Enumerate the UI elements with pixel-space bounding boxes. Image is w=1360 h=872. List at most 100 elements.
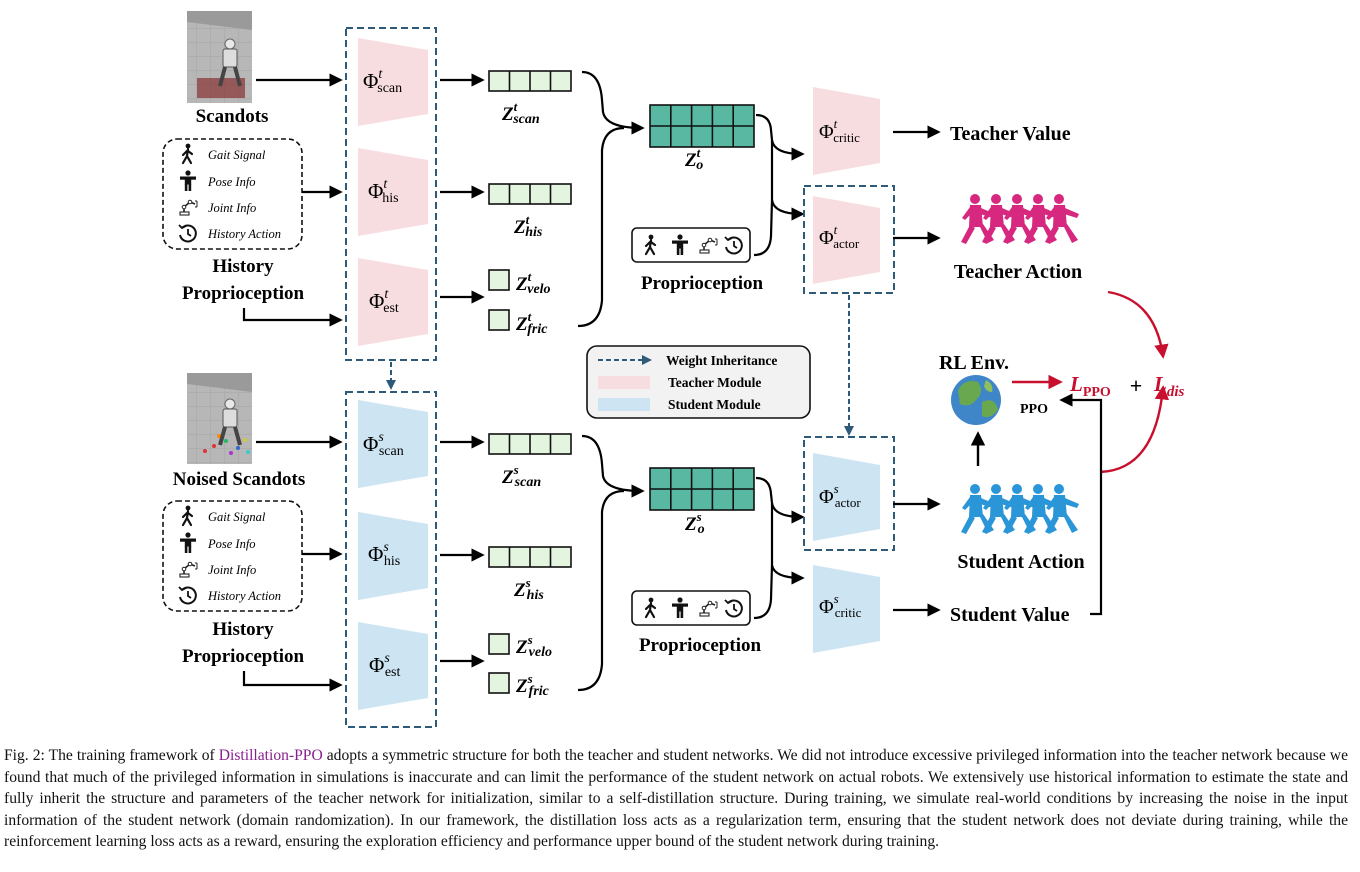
student-z-fric-sup: s — [527, 671, 533, 686]
svg-text:LPPO: LPPO — [1069, 372, 1111, 400]
student-input-list: Gait Signal Pose Info Joint Info History… — [178, 504, 281, 605]
rl-env-label: RL Env. — [939, 352, 1009, 374]
student-action-runners-icon — [961, 484, 1079, 534]
teacher-z-fric-sup: t — [528, 309, 532, 324]
teacher-critic-sup: t — [834, 116, 838, 131]
student-actor-sub: actor — [835, 495, 862, 510]
student-critic — [813, 565, 880, 653]
teacher-enc-his-sup: t — [383, 177, 388, 192]
teacher-z-o-z: Z — [684, 150, 697, 171]
student-z-his-sup: s — [525, 575, 531, 590]
student-enc-his-sup: s — [383, 540, 389, 555]
caption-method-link[interactable]: Distillation-PPO — [218, 747, 323, 764]
student-enc-est — [358, 622, 428, 710]
student-z-fric-z: Z — [515, 676, 528, 697]
teacher-z-his-z: Z — [513, 217, 526, 238]
teacher-z-velo-sub: velo — [527, 282, 550, 297]
teacher-action-runners-icon — [961, 194, 1079, 244]
standing-person-icon — [180, 170, 196, 191]
student-z-velo-sup: s — [527, 632, 533, 647]
teacher-input-pose: Pose Info — [207, 175, 256, 189]
legend-student-swatch — [598, 398, 650, 411]
student-history-box — [162, 500, 303, 612]
student-input-gait: Gait Signal — [208, 510, 266, 524]
loss-plus: + — [1130, 373, 1143, 398]
student-enc-his-phi: Φ — [368, 542, 383, 566]
caption-prefix: Fig. 2: The training framework of — [4, 747, 219, 764]
teacher-z-o-sup: t — [697, 145, 701, 160]
teacher-input-joint: Joint Info — [208, 201, 256, 215]
student-enc-scan-sub: scan — [379, 444, 404, 459]
teacher-enc-scan-sub: scan — [377, 81, 402, 96]
teacher-actor-sub: actor — [833, 236, 860, 251]
teacher-z-scan-sup: t — [514, 99, 518, 114]
student-proprio-box — [631, 590, 751, 626]
student-action-label: Student Action — [957, 551, 1084, 573]
teacher-enc-his-sub: his — [382, 191, 398, 206]
teacher-z-scan-z: Z — [501, 104, 514, 125]
teacher-history-box — [162, 138, 303, 250]
teacher-enc-his-phi: Φ — [368, 179, 383, 203]
student-enc-est-phi: Φ — [369, 653, 384, 677]
student-scene-image — [187, 373, 252, 464]
student-z-velo-sub: velo — [529, 645, 552, 660]
student-actor-group — [803, 436, 895, 551]
teacher-z-velo-sup: t — [528, 269, 532, 284]
teacher-enc-his — [358, 148, 428, 236]
student-z-o-sup: s — [696, 509, 702, 524]
teacher-enc-scan — [358, 38, 428, 126]
teacher-enc-est-phi: Φ — [369, 289, 384, 313]
loss-dis-sub: dis — [1167, 384, 1185, 400]
student-history-label-1: History — [212, 619, 274, 640]
walking-person-icon — [181, 142, 194, 165]
student-z-velo-z: Z — [515, 637, 528, 658]
standing-person-icon — [180, 532, 196, 553]
framework-diagram: Scandots Gait Signal Pose Info Joint Inf… — [162, 11, 1185, 728]
teacher-scene-image — [187, 11, 252, 103]
history-clock-icon — [178, 224, 197, 243]
svg-text:Zto: Zto — [684, 145, 703, 173]
student-z-o-sub: o — [698, 522, 705, 537]
teacher-critic-sub: critic — [833, 130, 860, 145]
teacher-input-list: Gait Signal Pose Info Joint Info History… — [178, 142, 281, 243]
student-enc-scan-phi: Φ — [363, 432, 378, 456]
student-input-joint: Joint Info — [208, 563, 256, 577]
figure-caption: Fig. 2: The training framework of Distil… — [4, 745, 1348, 853]
student-enc-est-sup: s — [384, 651, 390, 666]
student-enc-scan-sup: s — [378, 430, 384, 445]
loss-ppo-sub: PPO — [1083, 385, 1111, 400]
student-z-scan-sub: scan — [514, 475, 542, 490]
teacher-input-history: History Action — [207, 227, 281, 241]
student-enc-his — [358, 512, 428, 600]
student-z-velo-cell — [488, 633, 510, 655]
caption-body: adopts a symmetric structure for both th… — [4, 747, 1348, 850]
teacher-z-scan-vector — [488, 70, 572, 92]
teacher-scene-label: Scandots — [196, 106, 269, 127]
student-z-o-z: Z — [684, 514, 697, 535]
robot-arm-icon — [179, 199, 198, 216]
student-z-his-z: Z — [513, 580, 526, 601]
teacher-z-his-vector — [488, 183, 572, 205]
student-critic-sub: critic — [835, 605, 862, 620]
robot-arm-icon — [179, 561, 198, 578]
teacher-z-scan-sub: scan — [512, 112, 540, 127]
teacher-enc-est-sub: est — [383, 301, 399, 316]
student-scene-label: Noised Scandots — [173, 469, 306, 490]
teacher-z-fric-sub: fric — [527, 322, 548, 337]
teacher-actor-group — [803, 185, 895, 294]
teacher-z-o-sub: o — [696, 158, 703, 173]
student-z-scan-z: Z — [501, 467, 514, 488]
earth-globe-icon — [951, 375, 1001, 425]
teacher-proprio-box — [631, 227, 751, 263]
